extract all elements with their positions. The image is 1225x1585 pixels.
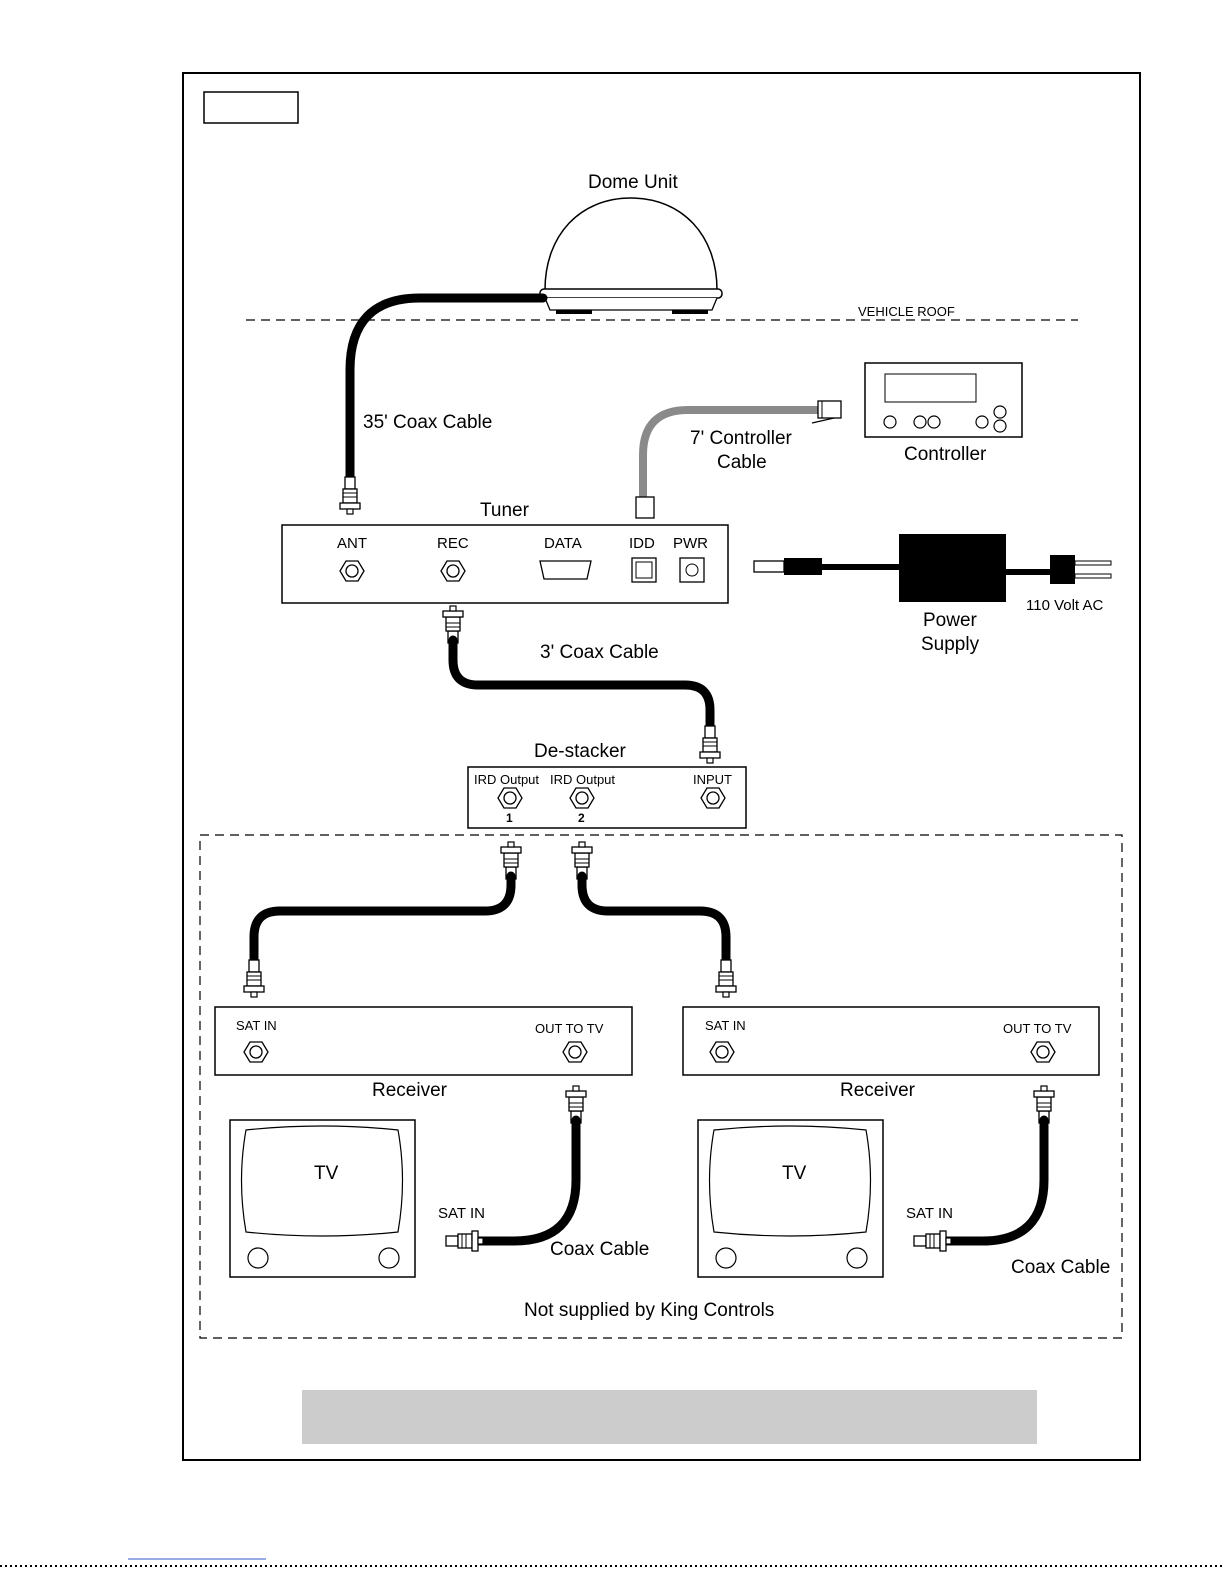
coax-connector-destacker-input (699, 725, 721, 764)
coax-3ft-label: 3' Coax Cable (540, 642, 659, 663)
caption-bar (302, 1390, 1037, 1444)
tv-right-cable-label: Coax Cable (1011, 1257, 1110, 1278)
destacker-label: De-stacker (534, 741, 627, 762)
controller-cable-plug-controller (811, 400, 842, 424)
tv-left-sat-in-label: SAT IN (438, 1205, 485, 1222)
destacker-out2-num: 2 (578, 811, 585, 825)
coax-cable-3ft (448, 635, 715, 736)
dome-unit (539, 197, 723, 314)
tuner-pwr-port (679, 557, 705, 583)
coax-cable-left-tv (463, 1115, 581, 1246)
tuner-port-idd-label: IDD (629, 535, 655, 552)
ac-label: 110 Volt AC (1026, 597, 1103, 614)
receiver-right-out-to-tv-label: OUT TO TV (1003, 1021, 1072, 1036)
not-supplied-region (199, 834, 1123, 1339)
controller-cable-plug-tuner (635, 496, 655, 519)
dome-unit-label: Dome Unit (588, 172, 678, 193)
tuner-rec-jack (440, 560, 466, 582)
receiver-left-sat-in-label: SAT IN (236, 1018, 277, 1033)
coax-connector-right-receiver-sat-in (715, 959, 737, 998)
coax-cable-35ft (345, 293, 548, 485)
tuner-port-pwr-label: PWR (673, 535, 708, 552)
coax-connector-right-tv-sat-in (913, 1230, 952, 1252)
receiver-right-sat-in-label: SAT IN (705, 1018, 746, 1033)
destacker-out1-num: 1 (506, 811, 513, 825)
receiver-left-label: Receiver (372, 1080, 448, 1101)
receiver-right-label: Receiver (840, 1080, 916, 1101)
receiver-left-out-to-tv-jack (562, 1041, 588, 1063)
destacker-out1-jack (497, 787, 523, 809)
receiver-right-out-to-tv-jack (1030, 1041, 1056, 1063)
tv-left-cable-label: Coax Cable (550, 1239, 649, 1260)
receiver-left (214, 1006, 633, 1076)
coax-connector-tuner-ant (339, 476, 361, 515)
controller-cable (639, 406, 822, 501)
coax-cable-to-right-receiver (577, 871, 731, 968)
destacker-input-label: INPUT (693, 772, 732, 787)
tv-right-sat-in-label: SAT IN (906, 1205, 953, 1222)
vehicle-roof-label: VEHICLE ROOF (858, 304, 955, 319)
receiver-left-sat-in-jack (243, 1041, 269, 1063)
tv-right-label: TV (782, 1163, 807, 1184)
destacker-input-jack (700, 787, 726, 809)
tuner-port-ant-label: ANT (337, 535, 367, 552)
tuner-data-port (539, 560, 592, 580)
coax-connector-left-receiver-sat-in (243, 959, 265, 998)
power-supply-label-2: Supply (921, 634, 980, 655)
figure-frame (182, 72, 1141, 1461)
tv-left (229, 1119, 416, 1278)
coax-cable-right-tv (931, 1115, 1049, 1246)
power-supply-label-1: Power (923, 610, 978, 631)
controller-label: Controller (904, 444, 987, 465)
tuner-ant-jack (339, 560, 365, 582)
coax-connector-left-tv-sat-in (445, 1230, 484, 1252)
power-supply (753, 534, 1112, 602)
tuner-idd-port (631, 557, 657, 583)
coax-cable-to-left-receiver (249, 871, 516, 968)
tuner-label: Tuner (480, 500, 530, 521)
tv-right (697, 1119, 884, 1278)
receiver-right-sat-in-jack (709, 1041, 735, 1063)
not-supplied-label: Not supplied by King Controls (524, 1300, 774, 1321)
tuner-port-rec-label: REC (437, 535, 469, 552)
coax-35ft-label: 35' Coax Cable (363, 412, 492, 433)
receiver-left-out-to-tv-label: OUT TO TV (535, 1021, 604, 1036)
tuner-port-data-label: DATA (544, 535, 582, 552)
receiver-right (682, 1006, 1100, 1076)
figure-tag-box (203, 91, 299, 124)
controller-cable-label-2: Cable (717, 452, 767, 473)
controller-cable-label-1: 7' Controller (690, 428, 793, 449)
destacker-out2-label: IRD Output (550, 772, 615, 787)
destacker-out1-label: IRD Output (474, 772, 539, 787)
tv-left-label: TV (314, 1163, 339, 1184)
controller (864, 362, 1023, 438)
destacker-out2-jack (569, 787, 595, 809)
